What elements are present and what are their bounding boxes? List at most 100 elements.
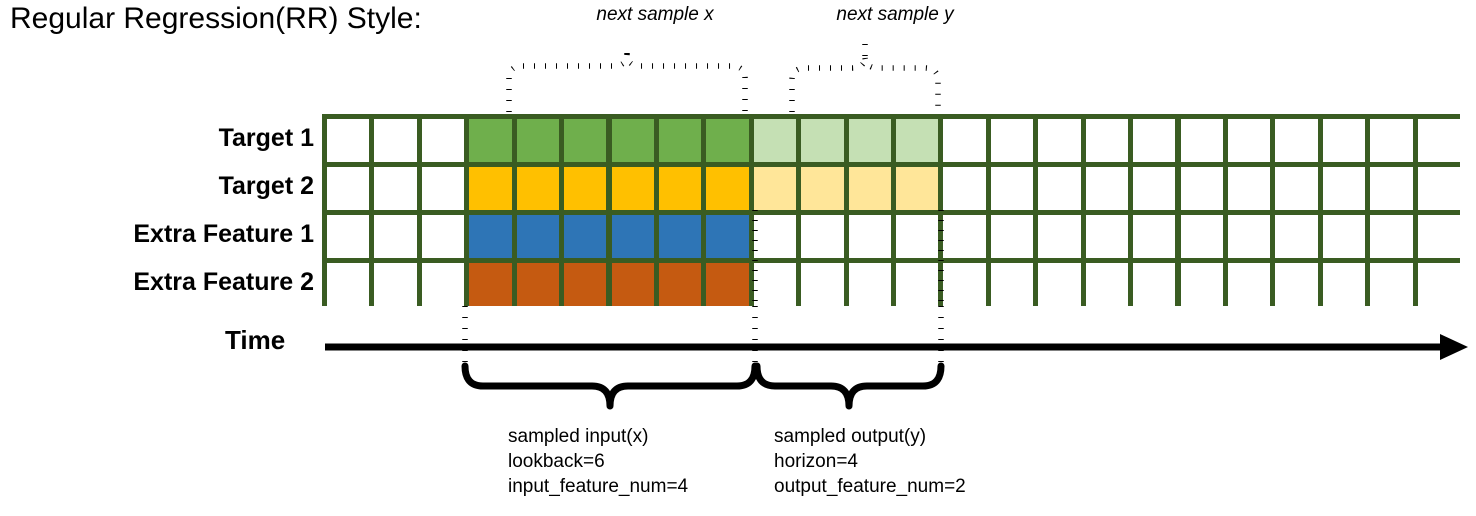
top-brace-label-next-sample-x: next sample x [596,4,714,25]
grid-cell-extra-feature-1-2-empty [421,215,465,258]
bottom-brace-sampled-input [461,362,759,410]
grid-cell-extra-feature-2-8-input [706,263,749,306]
grid-cell-extra-feature-1-7-input [658,215,702,258]
grid-cell-target-2-11-output [848,167,891,210]
grid-cell-target-2-12-output [896,167,939,210]
caption-output-line1: sampled output(y) [774,426,927,447]
grid-cell-target-2-15-empty [1038,167,1081,210]
grid-cell-extra-feature-1-12-empty [896,215,939,258]
page-title: Regular Regression(RR) Style: [10,2,422,35]
grid-cell-target-2-2-empty [421,167,465,210]
grid-cell-extra-feature-2-9-empty [753,263,797,306]
grid-cell-extra-feature-1-16-empty [1085,215,1129,258]
grid-cell-target-1-9-output [753,119,797,162]
row-label-target-2: Target 2 [218,172,314,200]
grid-cell-target-1-5-input [564,119,607,162]
grid-cell-target-1-2-empty [421,119,465,162]
bottom-brace-sampled-output [753,362,945,410]
time-axis-arrowhead [1440,334,1468,360]
grid-cell-extra-feature-1-22-empty [1370,215,1413,258]
grid-cell-extra-feature-1-18-empty [1180,215,1223,258]
grid-cell-target-1-10-output [801,119,844,162]
grid-cell-target-1-20-empty [1275,119,1318,162]
grid-cell-extra-feature-2-6-input [611,263,654,306]
grid-cell-target-1-12-output [896,119,939,162]
grid-cell-target-1-0-empty [327,119,370,162]
grid-cell-extra-feature-2-5-input [564,263,607,306]
grid-cell-target-1-18-empty [1180,119,1223,162]
grid-cell-target-1-4-input [516,119,560,162]
grid-cell-target-1-8-input [706,119,749,162]
grid-cell-target-2-6-input [611,167,654,210]
grid-cell-extra-feature-2-3-input [469,263,512,306]
grid-cell-target-2-10-output [801,167,844,210]
grid-cell-target-2-13-empty [943,167,986,210]
caption-sampled-output: sampled output(y) horizon=4 output_featu… [774,424,966,499]
grid-cell-target-2-16-empty [1085,167,1129,210]
grid-cell-extra-feature-2-19-empty [1227,263,1271,306]
grid-cell-extra-feature-2-23-empty [1417,263,1460,306]
row-label-extra-feature-2: Extra Feature 2 [133,268,314,296]
timeseries-grid [322,114,1460,306]
caption-input-line1: sampled input(x) [508,426,649,447]
top-brace-next-sample-y [789,55,941,112]
grid-cell-extra-feature-1-14-empty [990,215,1034,258]
caption-output-line2: horizon=4 [774,451,858,472]
grid-cell-target-2-17-empty [1133,167,1176,210]
grid-cell-extra-feature-2-2-empty [421,263,465,306]
grid-cell-target-1-22-empty [1370,119,1413,162]
grid-cell-extra-feature-2-13-empty [943,263,986,306]
grid-cell-extra-feature-1-8-input [706,215,749,258]
grid-cell-extra-feature-2-7-input [658,263,702,306]
grid-cell-target-2-1-empty [374,167,417,210]
grid-row-extra-feature-1 [322,210,1460,258]
grid-cell-target-1-11-output [848,119,891,162]
grid-cell-extra-feature-1-3-input [469,215,512,258]
grid-cell-target-2-20-empty [1275,167,1318,210]
grid-cell-extra-feature-2-14-empty [990,263,1034,306]
grid-cell-target-2-8-input [706,167,749,210]
grid-cell-target-1-1-empty [374,119,417,162]
caption-output-line3: output_feature_num=2 [774,476,966,497]
grid-cell-extra-feature-2-15-empty [1038,263,1081,306]
top-brace-label-next-sample-y: next sample y [836,4,954,25]
grid-cell-extra-feature-1-6-input [611,215,654,258]
grid-cell-target-1-21-empty [1322,119,1366,162]
grid-cell-extra-feature-2-12-empty [896,263,939,306]
grid-cell-extra-feature-2-1-empty [374,263,417,306]
grid-cell-extra-feature-2-17-empty [1133,263,1176,306]
grid-cell-target-2-23-empty [1417,167,1460,210]
caption-input-line2: lookback=6 [508,451,605,472]
grid-cell-target-1-17-empty [1133,119,1176,162]
grid-cell-target-2-14-empty [990,167,1034,210]
grid-cell-extra-feature-2-21-empty [1322,263,1366,306]
grid-cell-extra-feature-1-13-empty [943,215,986,258]
grid-cell-extra-feature-2-11-empty [848,263,891,306]
grid-cell-extra-feature-2-4-input [516,263,560,306]
grid-row-extra-feature-2 [322,258,1460,306]
grid-cell-extra-feature-1-23-empty [1417,215,1460,258]
grid-cell-target-1-19-empty [1227,119,1271,162]
grid-cell-extra-feature-1-4-input [516,215,560,258]
row-label-extra-feature-1: Extra Feature 1 [133,220,314,248]
time-axis-label: Time [225,325,286,355]
grid-cell-target-1-15-empty [1038,119,1081,162]
grid-row-target-2 [322,162,1460,210]
grid-cell-extra-feature-1-11-empty [848,215,891,258]
top-brace-next-sample-x [506,53,748,112]
grid-cell-target-2-9-output [753,167,797,210]
grid-cell-target-2-5-input [564,167,607,210]
grid-cell-target-2-0-empty [327,167,370,210]
caption-input-line3: input_feature_num=4 [508,476,689,497]
grid-cell-target-2-7-input [658,167,702,210]
grid-cell-extra-feature-1-15-empty [1038,215,1081,258]
grid-cell-extra-feature-1-17-empty [1133,215,1176,258]
grid-cell-extra-feature-1-0-empty [327,215,370,258]
grid-cell-target-2-3-input [469,167,512,210]
grid-cell-target-2-22-empty [1370,167,1413,210]
grid-cell-extra-feature-1-20-empty [1275,215,1318,258]
grid-cell-target-2-19-empty [1227,167,1271,210]
grid-cell-target-1-13-empty [943,119,986,162]
grid-cell-target-1-14-empty [990,119,1034,162]
